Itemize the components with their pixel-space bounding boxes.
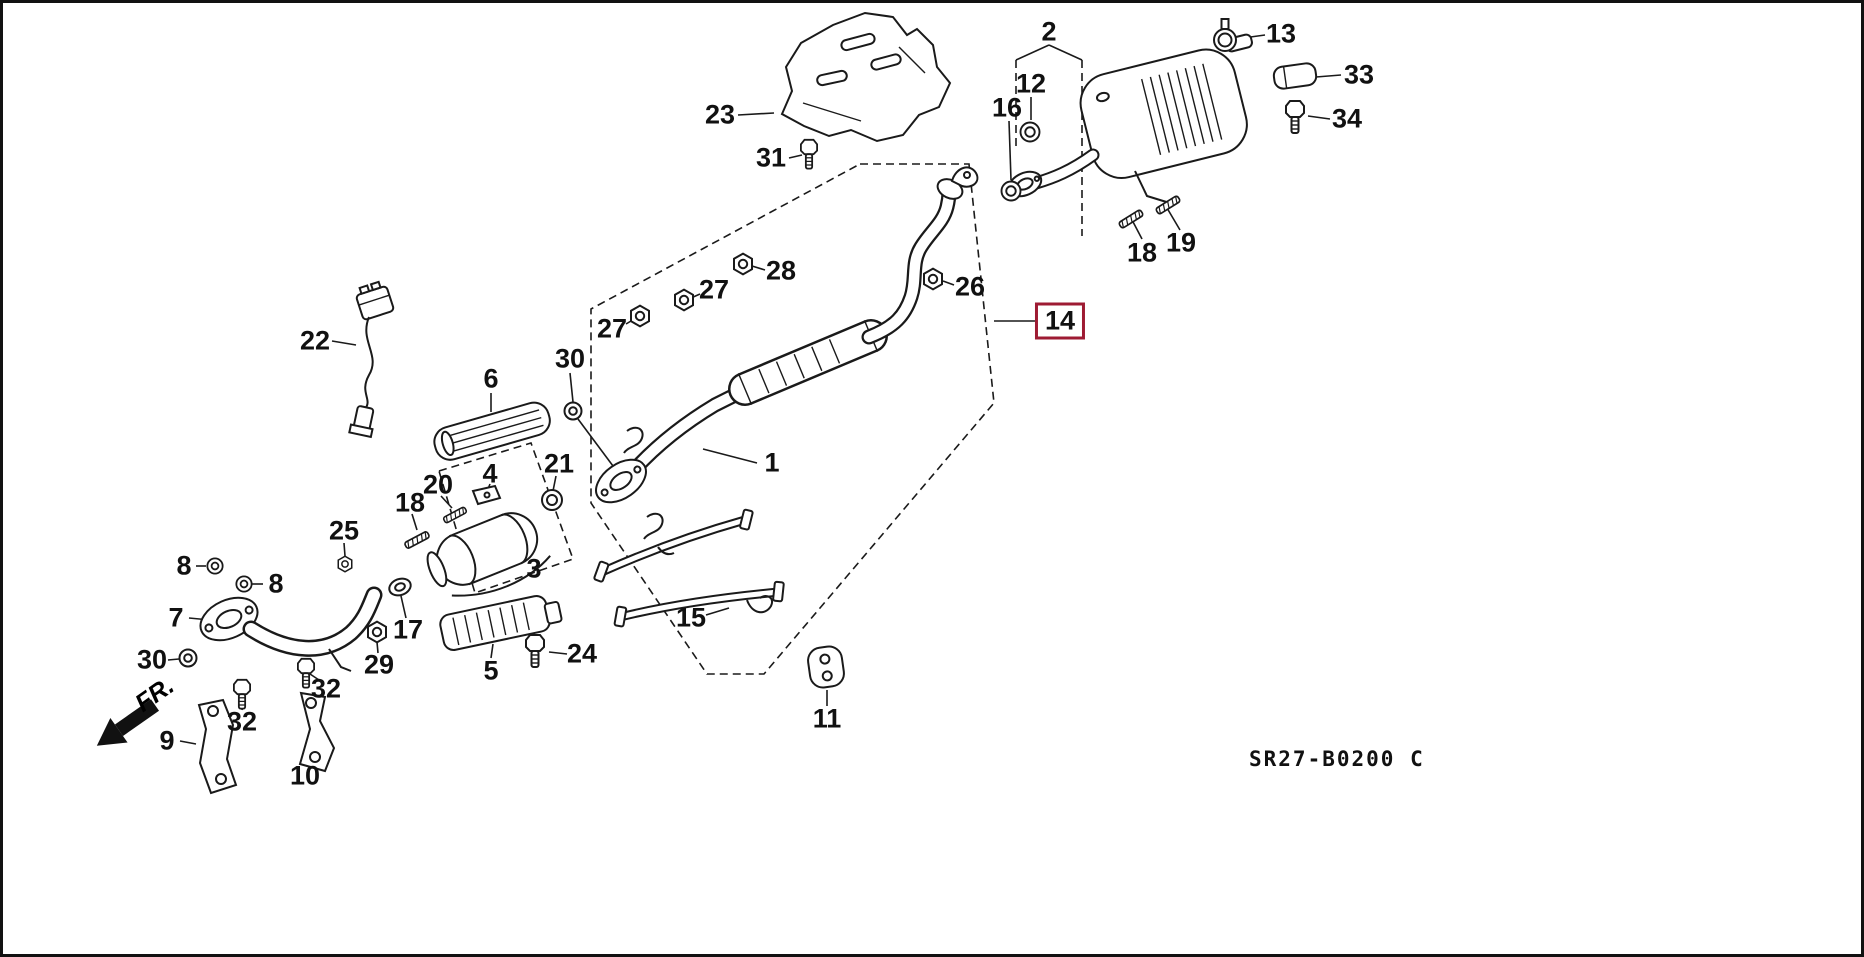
part-label-13[interactable]: 13 [1265, 18, 1297, 49]
part-label-17[interactable]: 17 [392, 614, 424, 645]
part-label-11[interactable]: 11 [812, 703, 842, 734]
part-33-tube [1272, 62, 1318, 90]
center-pipe-rear-flange [936, 166, 979, 200]
group-box-muffler [1015, 60, 1083, 236]
exhaust-diagram-drawing [96, 11, 1342, 795]
part-label-14[interactable]: 14 [1034, 302, 1086, 340]
part-label-12[interactable]: 12 [1015, 68, 1047, 99]
part-label-27[interactable]: 27 [596, 313, 628, 344]
fr-arrow [96, 699, 160, 746]
part-label-3[interactable]: 3 [526, 553, 542, 584]
part-label-28[interactable]: 28 [765, 255, 797, 286]
part-label-23[interactable]: 23 [704, 99, 736, 130]
part-label-1[interactable]: 1 [764, 447, 780, 478]
part-label-7[interactable]: 7 [168, 602, 184, 633]
part-label-31[interactable]: 31 [755, 142, 787, 173]
part-label-21[interactable]: 21 [543, 448, 575, 479]
part-label-32[interactable]: 32 [226, 706, 258, 737]
part-17-gasket [388, 577, 412, 597]
part-label-20[interactable]: 20 [422, 469, 454, 500]
part-11-rubber-hanger [807, 645, 845, 689]
part-6-heat-shield [433, 401, 551, 461]
part-label-8[interactable]: 8 [176, 550, 192, 581]
part-label-32[interactable]: 32 [310, 673, 342, 704]
part-label-33[interactable]: 33 [1343, 59, 1375, 90]
part-10-bracket [298, 691, 336, 773]
part-label-22[interactable]: 22 [299, 325, 331, 356]
part-1-center-pipe [595, 166, 979, 540]
part-23-heat-shield [780, 11, 952, 143]
part-label-27[interactable]: 27 [698, 274, 730, 305]
part-5-heat-shield [439, 595, 563, 651]
part-label-30[interactable]: 30 [136, 644, 168, 675]
part-label-26[interactable]: 26 [954, 271, 986, 302]
part-label-9[interactable]: 9 [159, 725, 175, 756]
group-box-center-pipe [590, 163, 995, 675]
part-7-front-pipe [199, 586, 383, 672]
part-label-18[interactable]: 18 [1126, 237, 1158, 268]
part-label-4[interactable]: 4 [482, 458, 498, 489]
part-label-34[interactable]: 34 [1331, 103, 1363, 134]
center-pipe-front-flange [595, 458, 647, 504]
part-label-10[interactable]: 10 [289, 760, 321, 791]
part-label-18[interactable]: 18 [394, 487, 426, 518]
part-label-6[interactable]: 6 [483, 363, 499, 394]
part-label-30[interactable]: 30 [554, 343, 586, 374]
part-3-catalytic-converter [426, 512, 551, 597]
part-label-19[interactable]: 19 [1165, 227, 1197, 258]
diagram-code: SR27-B0200 C [1249, 747, 1425, 771]
part-label-2[interactable]: 2 [1041, 16, 1057, 47]
part-22-oxygen-sensor [348, 280, 395, 439]
part-4-bracket [471, 484, 502, 506]
part-label-8[interactable]: 8 [268, 568, 284, 599]
part-15-stay-brackets [593, 508, 785, 628]
part-label-25[interactable]: 25 [328, 515, 360, 546]
part-13-clamp [1213, 18, 1237, 52]
part-9-bracket [197, 698, 238, 795]
part-label-24[interactable]: 24 [566, 638, 598, 669]
part-label-16[interactable]: 16 [991, 92, 1023, 123]
part-label-15[interactable]: 15 [675, 602, 707, 633]
part-label-5[interactable]: 5 [483, 655, 499, 686]
part-label-29[interactable]: 29 [363, 649, 395, 680]
